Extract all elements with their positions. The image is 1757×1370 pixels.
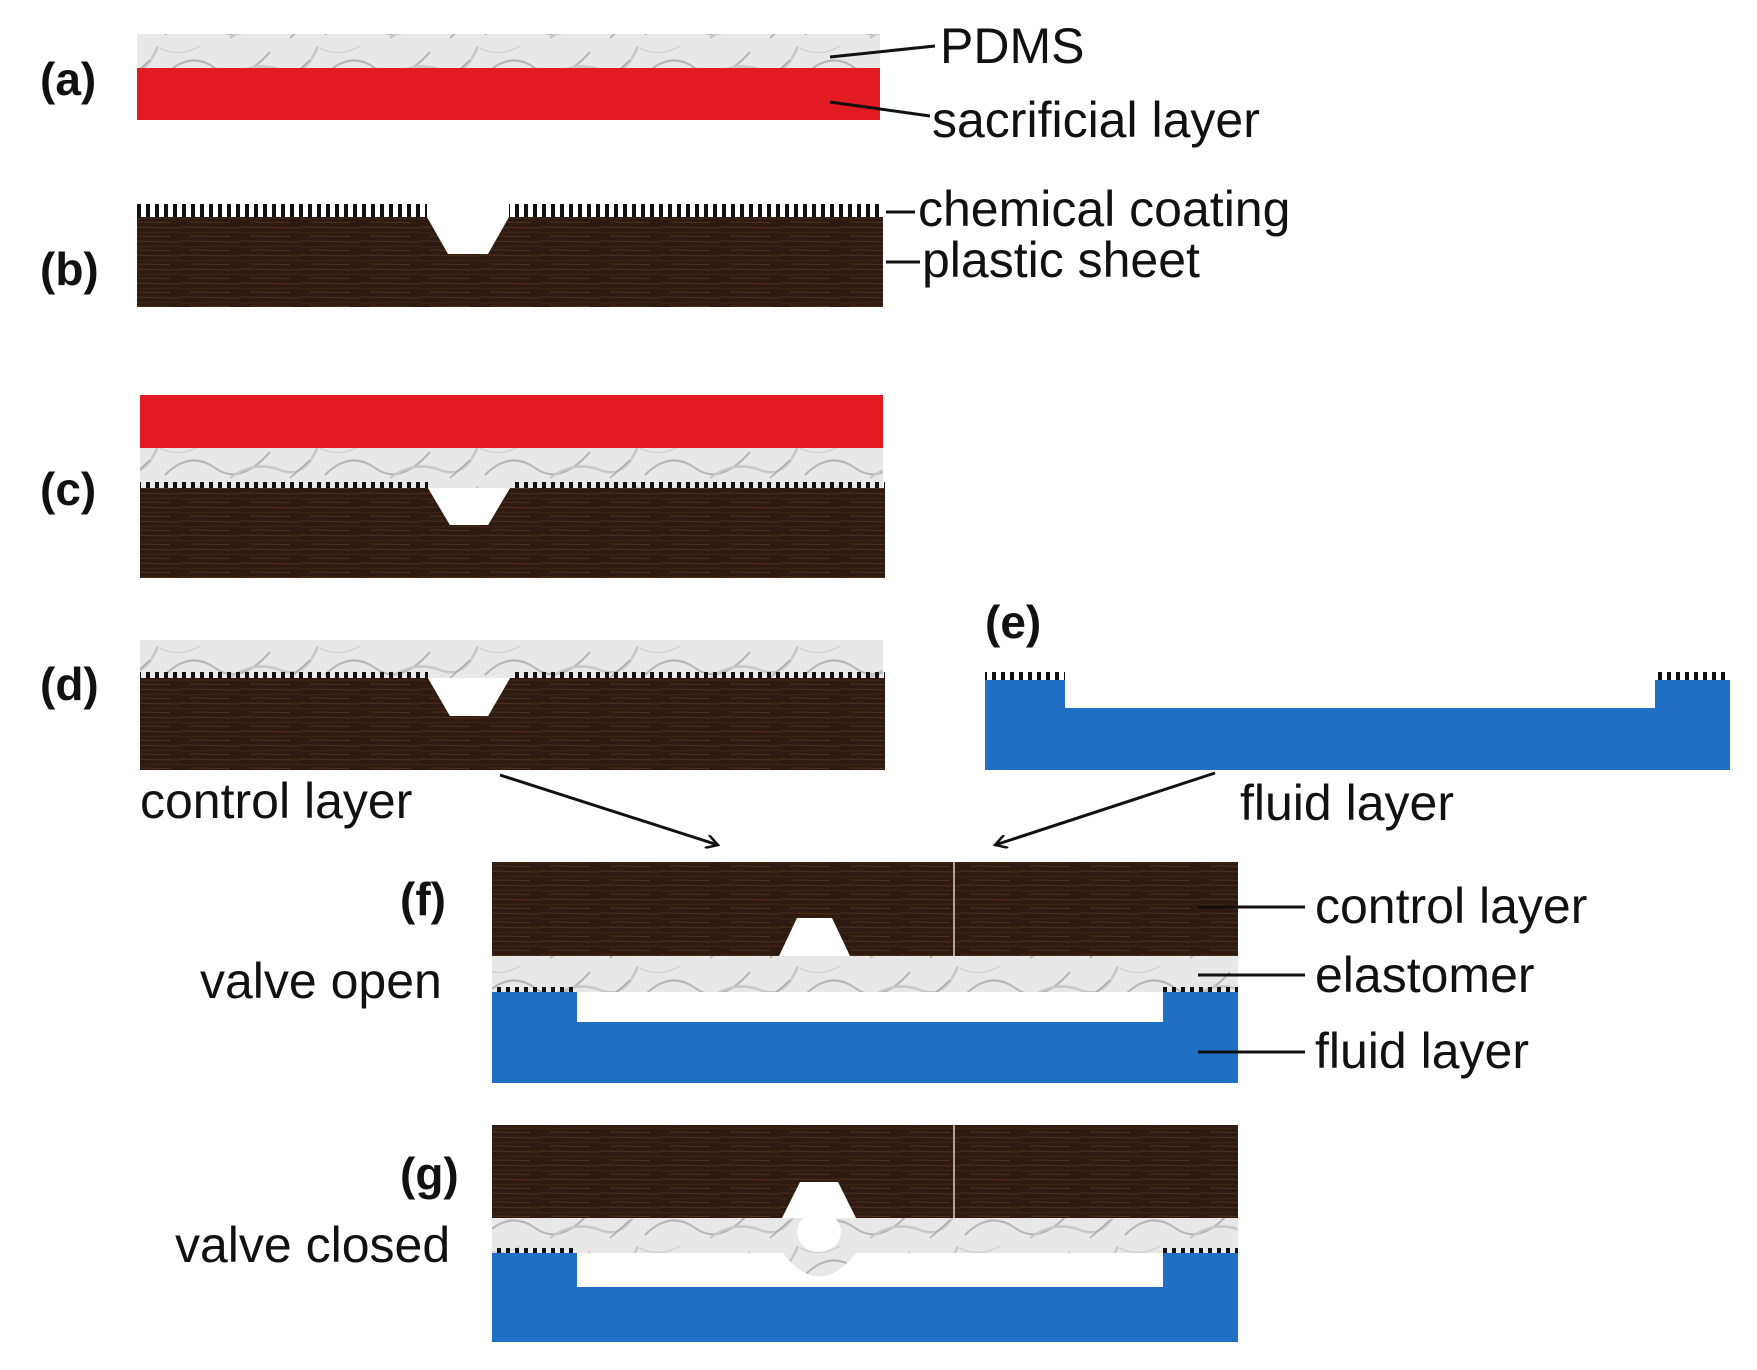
chemical-coating-left: [137, 204, 427, 217]
fluid-layer-label: fluid layer: [1240, 775, 1454, 831]
sacrificial-leader-line: [829, 100, 931, 118]
chemical-coating-right: [509, 204, 883, 217]
chemical-coating-right: [510, 672, 885, 678]
channel-void: [428, 488, 510, 525]
sacrificial-layer-label: sacrificial layer: [932, 92, 1260, 148]
arrow-right-icon: [499, 773, 718, 845]
sacrificial-layer: [137, 68, 880, 120]
sacrificial-layer: [140, 395, 883, 448]
panel-label-c: (c): [40, 463, 96, 515]
plastic-sheet: [137, 217, 883, 307]
plastic-sheet-label: plastic sheet: [922, 232, 1200, 288]
control-layer-label: control layer: [140, 773, 412, 829]
pdms-layer: [140, 448, 883, 488]
panel-label-e: (e): [985, 596, 1041, 648]
pdms-leader-line: [829, 44, 936, 59]
pdms-label: PDMS: [940, 18, 1084, 74]
pdms-layer: [140, 640, 883, 678]
chemical-coating-right: [1163, 1248, 1238, 1253]
fluid-layer: [985, 680, 1730, 770]
control-layer: [492, 1125, 1238, 1218]
channel-void: [428, 678, 510, 716]
chemical-coating-left: [492, 1248, 577, 1253]
plastic-sheet: [140, 488, 885, 578]
chemical-coating-label: chemical coating: [918, 181, 1290, 237]
pdms-layer: [137, 34, 880, 68]
panel-label-f: (f): [400, 873, 446, 925]
fluid-layer: [492, 1253, 1238, 1342]
fluid-layer: [492, 992, 1238, 1083]
elastomer-label: elastomer: [1315, 947, 1535, 1003]
deflected-membrane: [783, 1253, 856, 1277]
elastomer-layer: [492, 956, 1238, 992]
elastomer-layer: [492, 1218, 1238, 1253]
chemical-coating-left: [985, 672, 1065, 680]
panel-label-b: (b): [40, 243, 99, 295]
arrow-left-icon: [995, 771, 1216, 845]
control-layer-label: control layer: [1315, 878, 1587, 934]
valve-open-label: valve open: [200, 953, 442, 1009]
chemical-coating-left: [140, 482, 428, 488]
panel-label-d: (d): [40, 658, 99, 710]
panel-label-a: (a): [40, 53, 96, 105]
fluid-layer-label: fluid layer: [1315, 1023, 1529, 1079]
chemical-coating-right: [510, 482, 885, 488]
panel-label-g: (g): [400, 1148, 459, 1200]
plastic-sheet: [140, 678, 885, 770]
chemical-coating-left: [140, 672, 428, 678]
chemical-coating-left: [492, 987, 577, 992]
chemical-coating-right: [1163, 987, 1238, 992]
valve-closed-label: valve closed: [175, 1217, 450, 1273]
pressurized-chamber: [797, 1212, 841, 1252]
chemical-coating-right: [1655, 672, 1730, 680]
control-layer: [492, 862, 1238, 956]
